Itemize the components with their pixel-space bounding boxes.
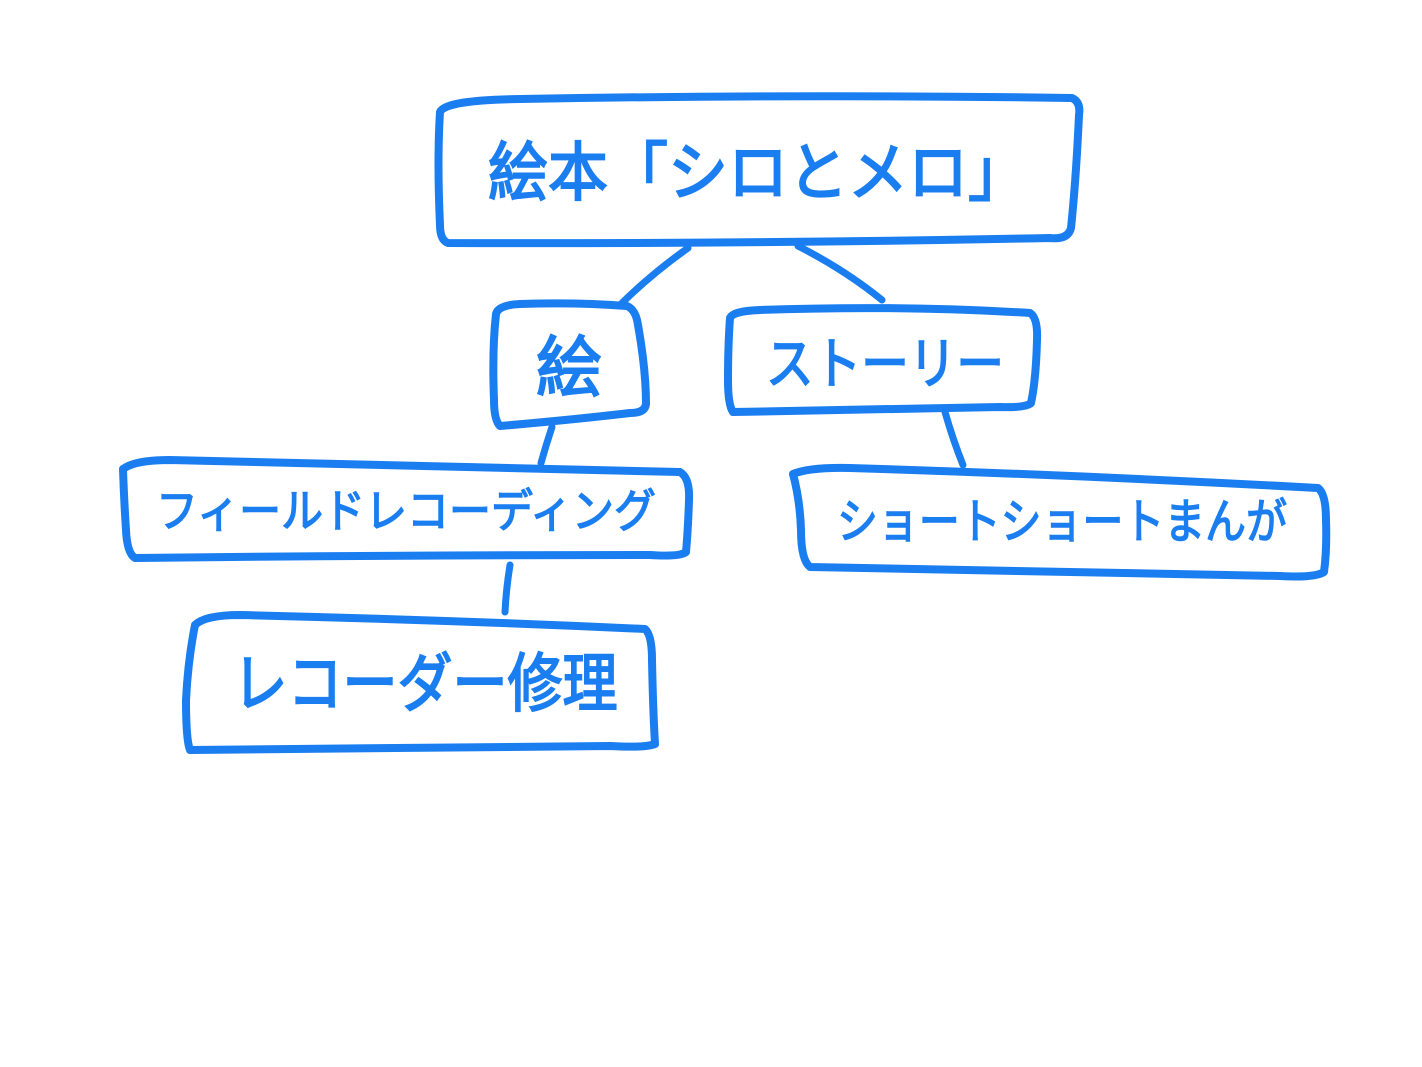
edge-root-to-story <box>794 242 886 304</box>
node-story-label: ストーリー <box>766 333 1004 398</box>
node-art-box <box>489 299 650 430</box>
node-story[interactable]: ストーリー <box>724 304 1042 416</box>
node-field-recording[interactable]: フィールドレコーディング <box>119 456 694 562</box>
node-art-label: 絵 <box>536 330 602 407</box>
edge-field-recording-to-recorder-repair <box>501 561 514 616</box>
edge-story-to-short-manga <box>941 408 967 469</box>
node-root-box <box>434 92 1084 248</box>
edge-root-to-art <box>616 244 692 309</box>
node-recorder-repair-label: レコーダー修理 <box>233 648 618 722</box>
edge-art-to-field-recording <box>537 423 556 467</box>
node-art[interactable]: 絵 <box>489 299 650 430</box>
node-field-recording-box <box>119 456 694 562</box>
node-recorder-repair[interactable]: レコーダー修理 <box>182 611 659 754</box>
node-short-manga-box <box>789 463 1331 581</box>
node-short-manga-label: ショートショートまんが <box>837 494 1287 550</box>
node-root[interactable]: 絵本「シロとメロ」 <box>434 92 1084 248</box>
connector-lines <box>501 242 967 616</box>
node-recorder-repair-box <box>182 611 659 754</box>
node-story-box <box>724 304 1042 416</box>
node-root-label: 絵本「シロとメロ」 <box>488 137 1028 211</box>
node-short-manga[interactable]: ショートショートまんが <box>789 463 1331 581</box>
node-field-recording-label: フィールドレコーディング <box>156 484 656 538</box>
